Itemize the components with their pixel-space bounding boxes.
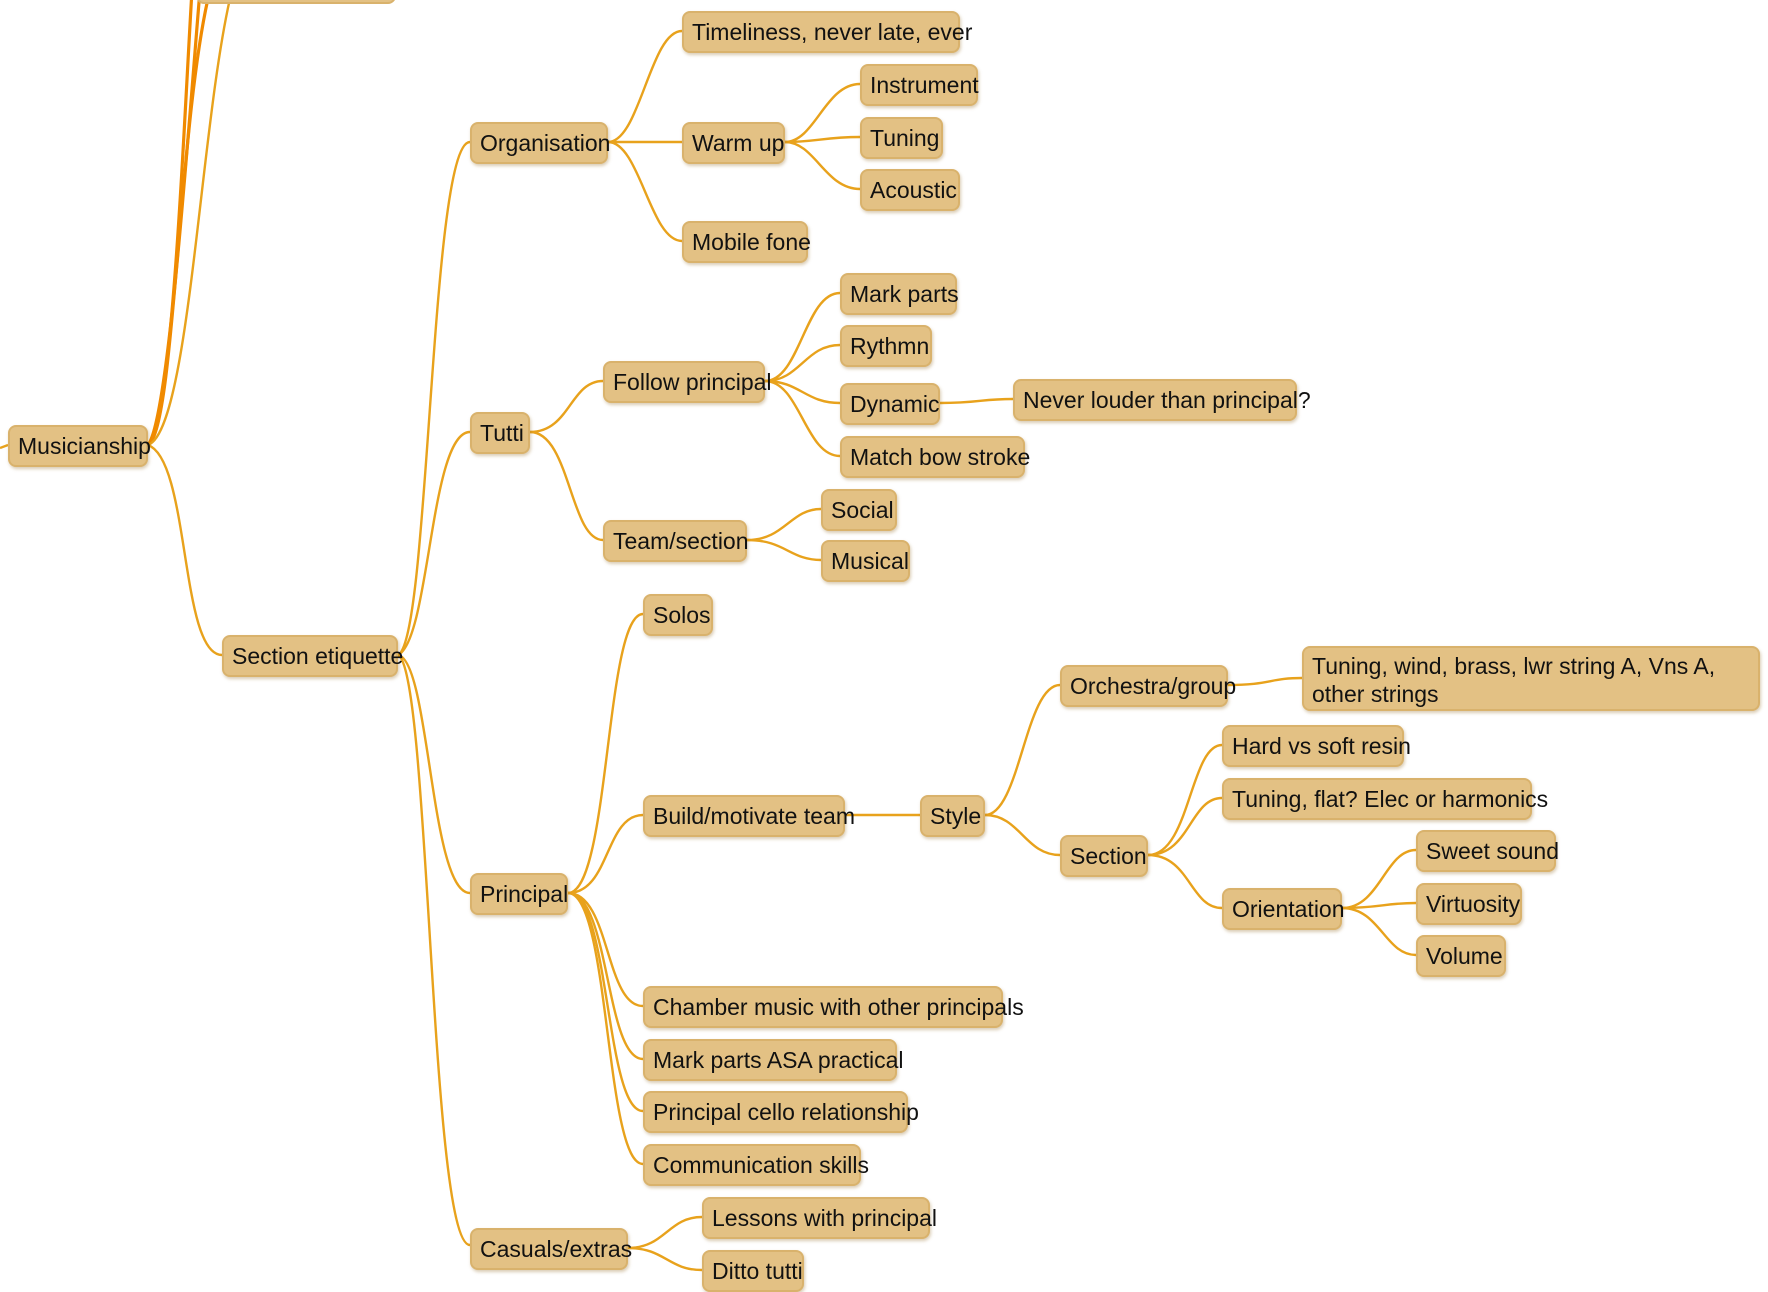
- node-dynamic[interactable]: Dynamic: [840, 383, 940, 425]
- node-section-etiquette[interactable]: Section etiquette: [222, 635, 403, 677]
- node-musicianship[interactable]: Musicianship: [8, 425, 151, 467]
- node-lessons-with-principal[interactable]: Lessons with principal: [702, 1197, 937, 1239]
- node-organisation[interactable]: Organisation: [470, 122, 610, 164]
- offscreen-node[interactable]: [196, 0, 396, 4]
- node-chamber-music[interactable]: Chamber music with other principals: [643, 986, 1024, 1028]
- node-instrument[interactable]: Instrument: [860, 64, 979, 106]
- node-team-section[interactable]: Team/section: [603, 520, 749, 562]
- node-orchestra-group[interactable]: Orchestra/group: [1060, 665, 1236, 707]
- node-style[interactable]: Style: [920, 795, 985, 837]
- node-social[interactable]: Social: [821, 489, 897, 531]
- node-virtuosity[interactable]: Virtuosity: [1416, 883, 1522, 925]
- node-mark-parts-asa[interactable]: Mark parts ASA practical: [643, 1039, 904, 1081]
- node-principal-cello[interactable]: Principal cello relationship: [643, 1091, 919, 1133]
- node-communication-skills[interactable]: Communication skills: [643, 1144, 869, 1186]
- node-orientation[interactable]: Orientation: [1222, 888, 1345, 930]
- node-principal[interactable]: Principal: [470, 873, 568, 915]
- node-acoustic[interactable]: Acoustic: [860, 169, 960, 211]
- node-musical[interactable]: Musical: [821, 540, 910, 582]
- node-solos[interactable]: Solos: [643, 594, 713, 636]
- node-casuals-extras[interactable]: Casuals/extras: [470, 1228, 632, 1270]
- node-ditto-tutti[interactable]: Ditto tutti: [702, 1250, 804, 1292]
- node-tuning-order[interactable]: Tuning, wind, brass, lwr string A, Vns A…: [1302, 646, 1760, 711]
- node-mark-parts[interactable]: Mark parts: [840, 273, 959, 315]
- node-timeliness[interactable]: Timeliness, never late, ever: [682, 11, 972, 53]
- node-sweet-sound[interactable]: Sweet sound: [1416, 830, 1559, 872]
- node-never-louder[interactable]: Never louder than principal?: [1013, 379, 1311, 421]
- node-match-bow-stroke[interactable]: Match bow stroke: [840, 436, 1030, 478]
- node-volume[interactable]: Volume: [1416, 935, 1506, 977]
- node-follow-principal[interactable]: Follow principal: [603, 361, 772, 403]
- node-section[interactable]: Section: [1060, 835, 1148, 877]
- node-tutti[interactable]: Tutti: [470, 412, 530, 454]
- node-mobile-fone[interactable]: Mobile fone: [682, 221, 811, 263]
- node-warm-up[interactable]: Warm up: [682, 122, 785, 164]
- node-tuning[interactable]: Tuning: [860, 117, 943, 159]
- node-tuning-flat[interactable]: Tuning, flat? Elec or harmonics: [1222, 778, 1548, 820]
- node-rythmn[interactable]: Rythmn: [840, 325, 932, 367]
- node-build-motivate-team[interactable]: Build/motivate team: [643, 795, 855, 837]
- node-hard-vs-soft-resin[interactable]: Hard vs soft resin: [1222, 725, 1411, 767]
